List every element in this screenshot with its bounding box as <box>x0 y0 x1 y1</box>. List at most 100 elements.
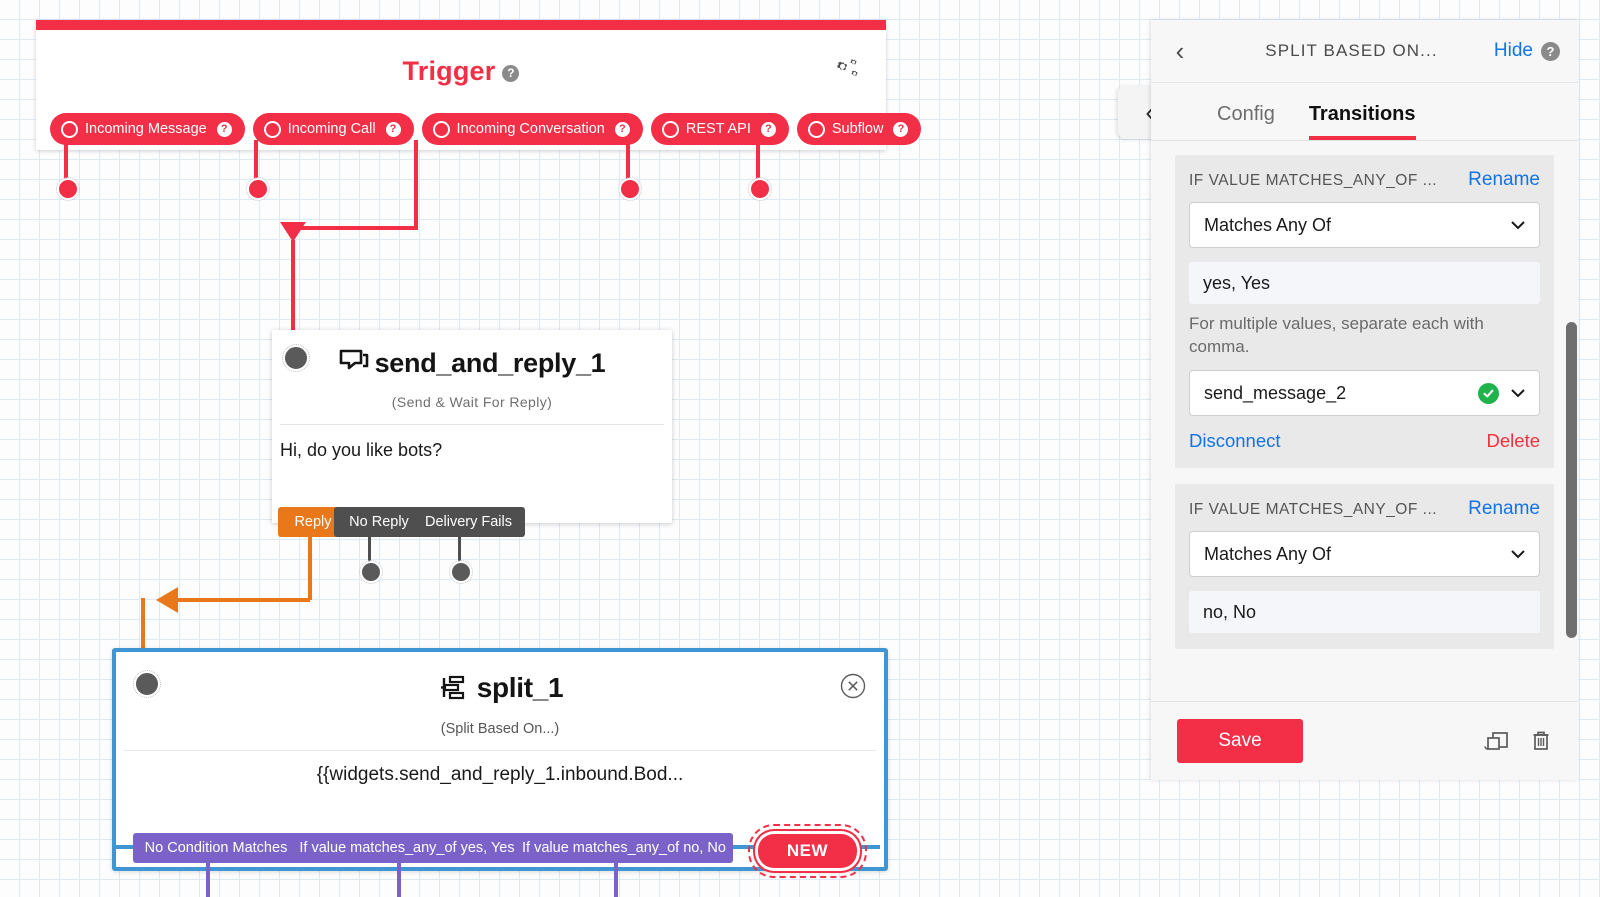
tab-config[interactable]: Config <box>1217 103 1275 125</box>
connector-reply-horizontal <box>178 598 310 602</box>
target-widget-value: send_message_2 <box>1204 382 1347 403</box>
divider <box>124 750 876 751</box>
connector-line-subflow <box>756 140 760 182</box>
trash-icon[interactable] <box>1526 726 1556 756</box>
send-and-reply-node[interactable]: send_and_reply_1 (Send & Wait For Reply)… <box>272 330 672 523</box>
chat-bubble-icon <box>339 349 369 382</box>
target-widget-select[interactable]: send_message_2 <box>1189 370 1540 417</box>
trigger-pill-incoming-conversation[interactable]: Incoming Conversation ? <box>421 113 643 145</box>
connector-dot-no-reply[interactable] <box>359 560 383 584</box>
transition-actions: Disconnect Delete <box>1189 430 1540 452</box>
gears-icon[interactable] <box>832 56 862 86</box>
connector-conversation-drop <box>291 240 295 334</box>
panel-title: SPLIT BASED ON... <box>1265 41 1438 60</box>
match-values-input[interactable]: yes, Yes <box>1189 262 1540 304</box>
connector-arrow-left <box>156 587 178 613</box>
split-output-stem-no-condition-matches <box>206 863 210 897</box>
trigger-pill-row: Incoming Message ? Incoming Call ? Incom… <box>50 113 922 145</box>
question-icon[interactable]: ? <box>760 121 776 137</box>
split-output-tag-yes[interactable]: If value matches_any_of yes, Yes <box>292 833 522 863</box>
trigger-node[interactable]: Trigger? Incoming Message ? Incoming Cal… <box>36 20 922 150</box>
circle-icon <box>61 120 78 138</box>
transition-header: IF VALUE MATCHES_ANY_OF ... Rename <box>1189 169 1540 191</box>
delete-transition-button[interactable]: Delete <box>1486 430 1540 452</box>
question-icon[interactable]: ? <box>893 121 909 137</box>
trigger-pill-rest-api[interactable]: REST API ? <box>650 113 789 145</box>
panel-scrollbar-thumb[interactable] <box>1566 322 1577 638</box>
trigger-pill-incoming-call[interactable]: Incoming Call ? <box>252 113 414 145</box>
send-node-title-text: send_and_reply_1 <box>374 348 606 378</box>
circle-icon <box>432 120 450 138</box>
circle-icon <box>661 120 679 138</box>
question-icon[interactable]: ? <box>502 65 520 82</box>
tab-transitions[interactable]: Transitions <box>1308 103 1416 140</box>
transition-card: IF VALUE MATCHES_ANY_OF ... Rename Match… <box>1175 484 1554 650</box>
match-values-input[interactable]: no, No <box>1189 591 1540 634</box>
duplicate-icon[interactable] <box>1482 726 1512 756</box>
output-tag-no-reply[interactable]: No Reply <box>334 507 424 537</box>
chevron-down-icon <box>1509 545 1527 563</box>
helper-text: For multiple values, separate each with … <box>1189 314 1484 357</box>
split-node-title: split_1 <box>116 672 884 704</box>
question-icon[interactable]: ? <box>1541 41 1560 61</box>
new-transition-button[interactable]: NEW <box>748 824 867 878</box>
condition-select-value: Matches Any Of <box>1204 214 1332 235</box>
connector-line-rest-api <box>626 140 630 182</box>
split-node-subtitle: (Split Based On...) <box>440 721 560 737</box>
connector-line-no-reply <box>368 537 371 565</box>
split-output-tag-no-condition-matches[interactable]: No Condition Matches <box>133 833 299 863</box>
trigger-pill-subflow[interactable]: Subflow ? <box>796 113 922 145</box>
connector-dot-subflow[interactable] <box>748 177 772 201</box>
trigger-pill-label: Incoming Message <box>85 121 207 137</box>
chevron-left-icon[interactable]: ‹ <box>1175 35 1185 66</box>
connector-reply-vertical <box>308 537 312 600</box>
connector-dot-delivery-fails[interactable] <box>449 560 473 584</box>
send-node-title: send_and_reply_1 <box>272 348 672 382</box>
connector-line-incoming-call <box>254 140 258 182</box>
panel-scroll-area[interactable]: IF VALUE MATCHES_ANY_OF ... Rename Match… <box>1151 141 1578 701</box>
connector-line-incoming-message <box>64 140 68 182</box>
inspector-panel: ‹ SPLIT BASED ON... Hide ? Config Transi… <box>1151 20 1578 780</box>
split-output-stem-no <box>614 863 618 897</box>
rename-button[interactable]: Rename <box>1468 498 1540 520</box>
question-icon[interactable]: ? <box>216 121 232 137</box>
condition-select-value: Matches Any Of <box>1204 543 1332 564</box>
chevron-down-icon <box>1509 384 1527 402</box>
question-icon[interactable]: ? <box>385 121 401 137</box>
circle-icon <box>263 120 281 138</box>
trigger-pill-incoming-message[interactable]: Incoming Message ? <box>50 113 245 145</box>
connector-dot-incoming-call[interactable] <box>246 177 270 201</box>
connector-line-delivery-fails <box>458 537 461 565</box>
split-output-tag-no[interactable]: If value matches_any_of no, No <box>515 833 733 863</box>
connector-conversation-vertical <box>414 140 418 230</box>
trigger-title-text: Trigger <box>402 56 496 86</box>
split-node-expression: {{widgets.send_and_reply_1.inbound.Bod..… <box>316 764 684 785</box>
output-tag-delivery-fails[interactable]: Delivery Fails <box>412 507 525 537</box>
divider <box>280 424 664 425</box>
connector-reply-drop <box>141 598 145 652</box>
save-button[interactable]: Save <box>1177 719 1303 763</box>
send-node-subtitle: (Send & Wait For Reply) <box>391 394 553 410</box>
split-node-input-anchor[interactable] <box>133 670 161 698</box>
transition-header-label: IF VALUE MATCHES_ANY_OF ... <box>1189 172 1438 189</box>
condition-select[interactable]: Matches Any Of <box>1189 202 1540 248</box>
circle-icon <box>807 120 825 138</box>
send-node-body-text: Hi, do you like bots? <box>280 440 443 460</box>
close-circle-icon[interactable] <box>840 673 866 699</box>
connector-dot-incoming-message[interactable] <box>56 177 80 201</box>
connector-dot-rest-api[interactable] <box>618 177 642 201</box>
send-node-input-anchor[interactable] <box>282 344 310 372</box>
rename-button[interactable]: Rename <box>1468 169 1540 190</box>
condition-select[interactable]: Matches Any Of <box>1189 531 1540 578</box>
trigger-pill-label: Subflow <box>831 121 884 137</box>
chevron-down-icon <box>1509 216 1527 234</box>
panel-footer: Save <box>1151 701 1578 780</box>
connector-arrow-down <box>280 222 306 242</box>
trigger-pill-label: Incoming Conversation <box>456 121 605 137</box>
question-icon[interactable]: ? <box>614 121 630 137</box>
hide-button[interactable]: Hide <box>1493 40 1533 61</box>
panel-hide-group: Hide ? <box>1494 40 1578 62</box>
panel-header: ‹ SPLIT BASED ON... Hide ? <box>1151 20 1578 83</box>
disconnect-button[interactable]: Disconnect <box>1189 430 1281 452</box>
panel-tabs: Config Transitions <box>1151 83 1578 141</box>
